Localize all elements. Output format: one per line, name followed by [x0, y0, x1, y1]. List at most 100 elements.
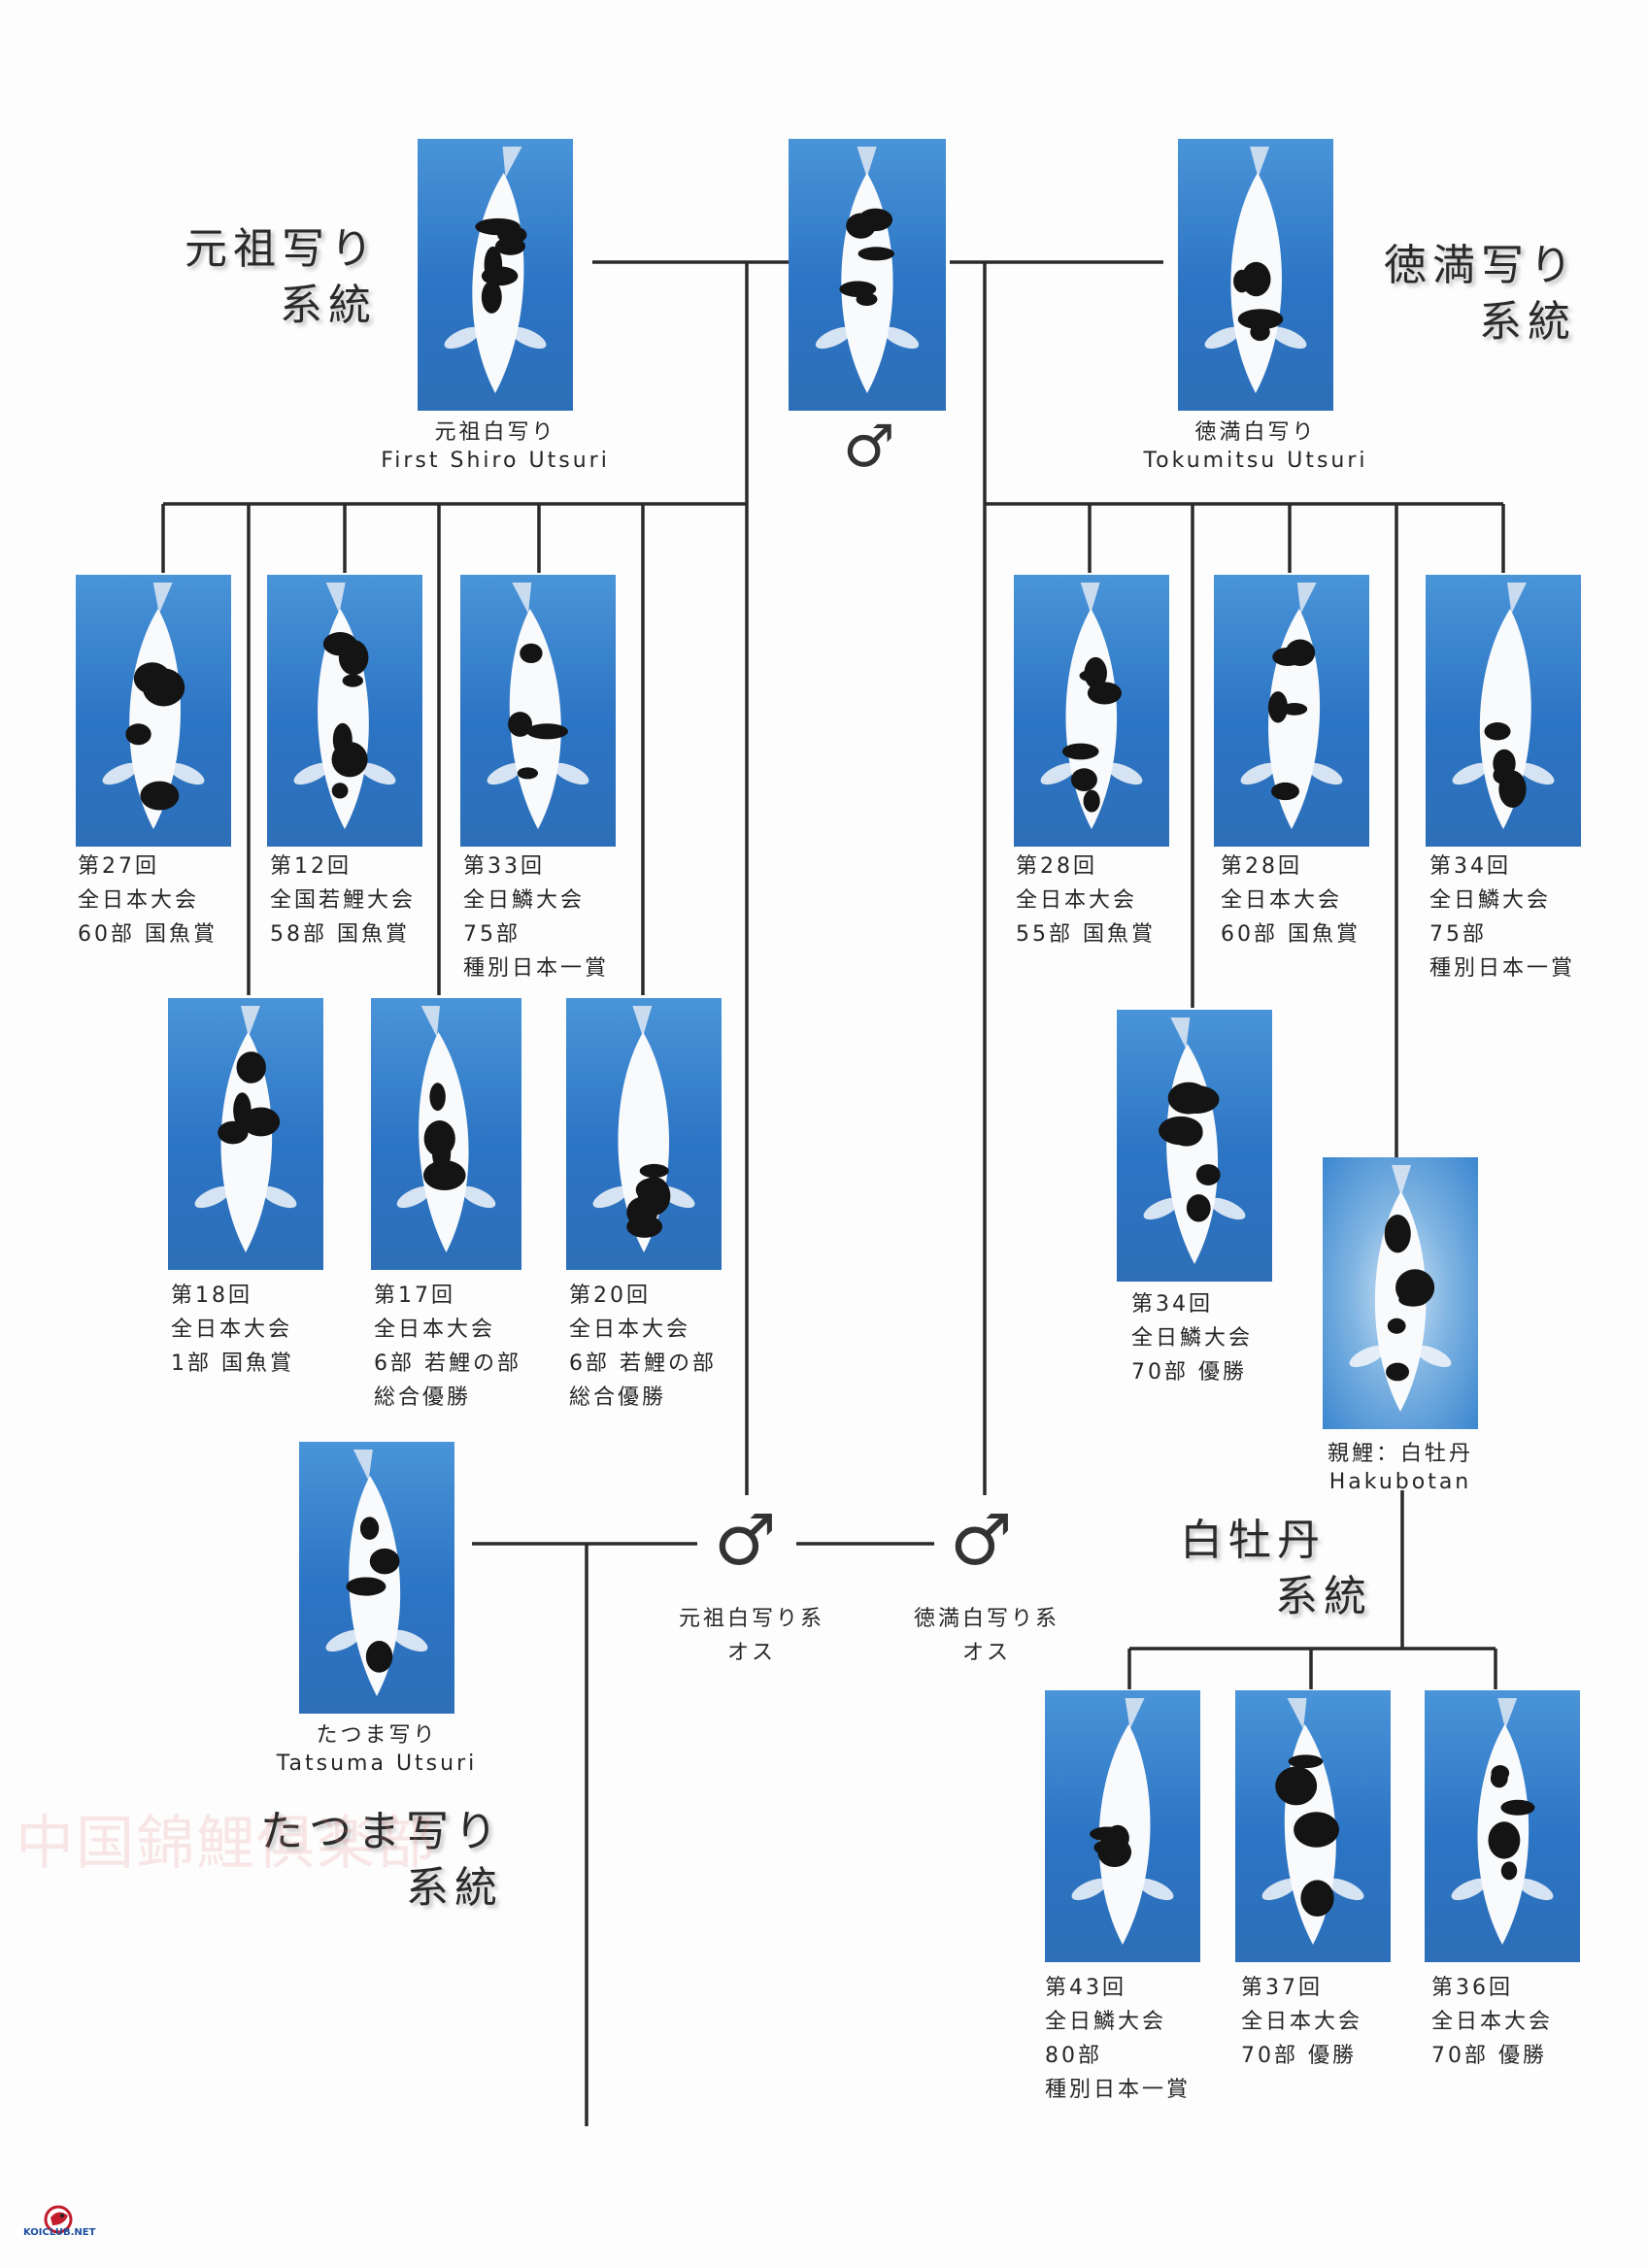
koi-body	[1166, 1044, 1219, 1264]
koi-fin	[1040, 762, 1077, 785]
koi-marking	[346, 1577, 387, 1596]
koi-fin	[553, 762, 589, 785]
caption-line: 全日鱗大会	[1131, 1326, 1254, 1351]
koi-fin	[460, 1185, 496, 1209]
caption-line: 第12回	[270, 854, 352, 879]
photo-parent-hakubotan	[1323, 1157, 1478, 1429]
koi-fish-icon	[102, 583, 205, 829]
photo-offspring	[1235, 1690, 1391, 1962]
koi-marking	[338, 639, 369, 676]
caption-line: 徳満白写り	[1194, 420, 1317, 445]
koi-marking	[236, 1051, 266, 1084]
koi-fin	[1143, 1197, 1180, 1220]
koi-marking	[1195, 1164, 1221, 1185]
lineage-title-line: 元祖写り	[185, 224, 379, 274]
lineage-title-ganso: 元祖写り 系統	[185, 221, 379, 334]
caption-offspring: 第34回 全日鱗大会 70部 優勝	[1131, 1287, 1253, 1389]
koi-tail	[152, 583, 173, 614]
koi-marking	[1294, 1812, 1339, 1848]
caption-line: 55部 国魚賞	[1016, 922, 1156, 947]
caption-parent-tokumitsu: 徳満白写り Tokumitsu Utsuri	[1110, 416, 1401, 478]
koi-marking	[1384, 1214, 1411, 1253]
photo-top-male	[789, 139, 946, 411]
caption-line: 全日鱗大会	[463, 888, 586, 913]
male-symbol-tokumitsu: ♂	[950, 1499, 1013, 1581]
koi-marking	[1386, 1362, 1410, 1382]
caption-line: 第34回	[1429, 854, 1511, 879]
caption-parent-ganso: 元祖白写り First Shiro Utsuri	[350, 416, 641, 478]
koi-marking	[359, 1517, 380, 1540]
koi-fish-icon	[396, 1006, 496, 1252]
koi-tail	[1497, 1698, 1518, 1729]
koi-marking	[365, 1641, 393, 1673]
photo-parent-tatsuma	[299, 1442, 454, 1714]
caption-line: 元祖白写り	[434, 420, 556, 445]
logo-text: KOICLUB.NET	[23, 2227, 96, 2238]
koi-fin	[194, 1185, 231, 1209]
caption-offspring: 第18回 全日本大会 1部 国魚賞	[171, 1279, 294, 1381]
koi-fin	[1071, 1878, 1108, 1901]
koi-marking	[1500, 1799, 1535, 1816]
koi-body	[220, 1032, 273, 1252]
koi-fin	[1261, 1878, 1298, 1901]
koi-fin	[1209, 1197, 1246, 1220]
lineage-title-tokumitsu: 徳満写り 系統	[1384, 238, 1578, 350]
koi-marking	[1084, 656, 1107, 689]
koi-marking	[1398, 1292, 1429, 1307]
koi-marking	[635, 1178, 667, 1202]
caption-offspring: 第43回 全日鱗大会 80部 種別日本一賞	[1045, 1971, 1191, 2107]
koi-fin	[882, 326, 920, 350]
caption-offspring: 第17回 全日本大会 6部 若鯉の部 総合優勝	[374, 1279, 521, 1415]
koi-tail	[632, 1006, 653, 1037]
caption-line: 第34回	[1131, 1292, 1213, 1317]
caption-offspring: 第34回 全日鱗大会 75部 種別日本一賞	[1429, 850, 1575, 985]
lineage-title-line: たつま写り	[260, 1807, 503, 1856]
caption-offspring: 第33回 全日鱗大会 75部 種別日本一賞	[463, 850, 609, 985]
koi-marking	[520, 643, 543, 664]
koi-fish-icon	[1349, 1165, 1452, 1412]
photo-offspring	[1426, 575, 1581, 847]
caption-line: Hakubotan	[1328, 1470, 1472, 1494]
photo-offspring	[168, 998, 323, 1270]
caption-line: 全日本大会	[569, 1317, 691, 1342]
koi-tail	[240, 1006, 260, 1037]
caption-offspring: 第12回 全国若鯉大会 58部 国魚賞	[270, 850, 416, 951]
caption-line: Tatsuma Utsuri	[276, 1751, 478, 1776]
caption-line: 第27回	[78, 854, 159, 879]
koi-marking	[331, 742, 368, 778]
koi-marking	[1242, 272, 1266, 290]
koi-fin	[1328, 1878, 1364, 1901]
koi-tail	[325, 583, 346, 614]
koi-fish-icon	[815, 147, 920, 393]
koi-body	[129, 609, 181, 829]
koi-fin	[1106, 762, 1143, 785]
caption-line: 親鯉：白牡丹	[1327, 1442, 1473, 1466]
koi-marking	[1488, 1821, 1521, 1859]
koi-fish-icon	[194, 1006, 297, 1252]
koi-fin	[510, 326, 547, 350]
koi-fish-icon	[487, 583, 589, 829]
koi-marking	[1186, 1194, 1211, 1222]
koi-marking	[1285, 639, 1316, 667]
koi-fin	[444, 326, 481, 350]
koi-fin	[396, 1185, 432, 1209]
caption-line: 70部 優勝	[1431, 2044, 1547, 2068]
koi-fin	[293, 762, 330, 785]
caption-line: 全日本大会	[78, 888, 200, 913]
koi-marking	[526, 723, 568, 740]
caption-male-ganso: 元祖白写り系 オス	[635, 1602, 868, 1670]
koi-fish-icon	[293, 583, 396, 829]
watermark: 中国錦鯉俱楽部	[16, 1810, 437, 1878]
koi-tail	[1296, 583, 1317, 614]
koi-marking	[1090, 1826, 1125, 1842]
caption-line: 第28回	[1221, 854, 1302, 879]
koi-fin	[1137, 1878, 1174, 1901]
caption-line: 総合優勝	[374, 1385, 472, 1410]
caption-line: 全国若鯉大会	[270, 888, 417, 913]
caption-line: 全日本大会	[171, 1317, 293, 1342]
lineage-title-line: 系統	[280, 281, 377, 330]
caption-line: 75部	[1429, 922, 1487, 947]
caption-line: First Shiro Utsuri	[381, 449, 610, 473]
caption-line: たつま写り	[316, 1723, 438, 1748]
caption-line: 種別日本一賞	[463, 956, 610, 981]
